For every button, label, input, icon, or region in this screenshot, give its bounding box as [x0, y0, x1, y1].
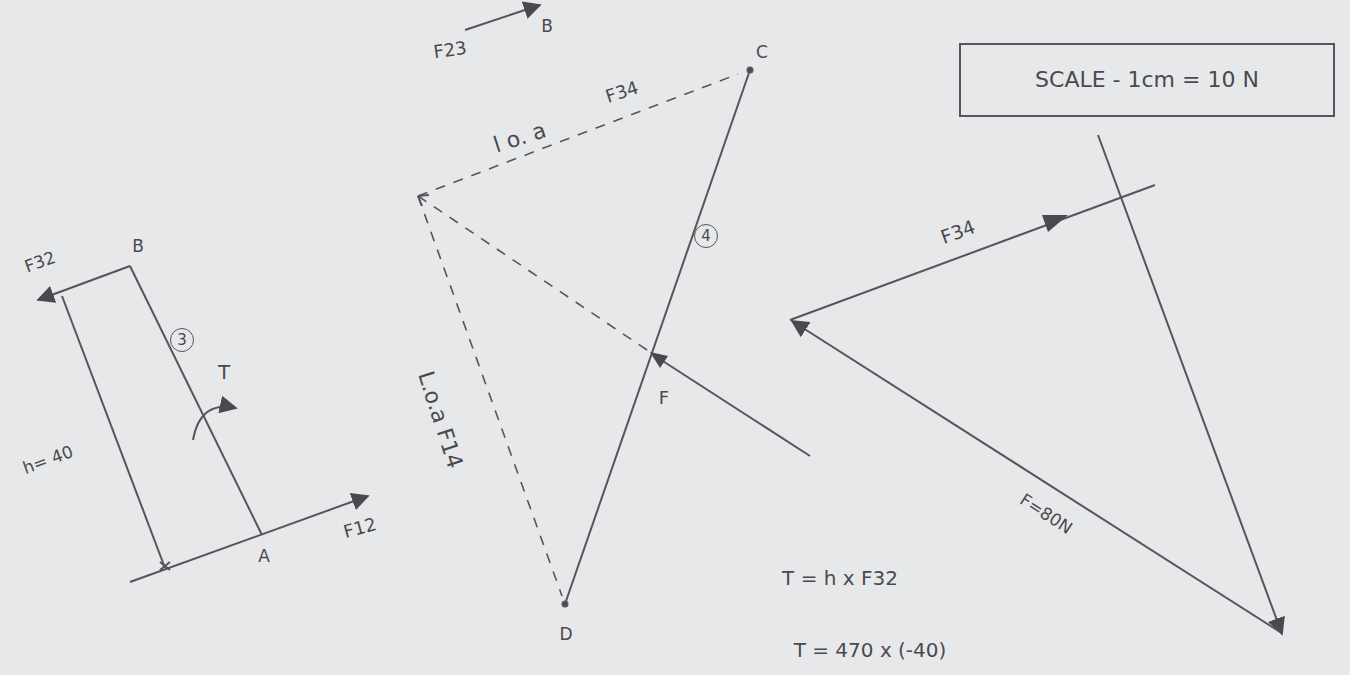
point-label: B	[541, 17, 553, 36]
point-label: C	[756, 43, 768, 62]
force-label: F34	[938, 216, 978, 248]
point-label: B	[132, 237, 144, 256]
force-label: F12	[341, 514, 378, 542]
force-label: F32	[22, 248, 58, 276]
point-label: F	[659, 388, 669, 408]
scale-box-outline	[960, 44, 1334, 116]
equation: T = h x F32	[782, 567, 898, 589]
node-text: 3	[177, 332, 187, 349]
point-label: D	[559, 625, 572, 644]
point-label: A	[258, 547, 270, 566]
node-text: SCALE - 1cm = 10 N	[1035, 68, 1259, 92]
force-label: F23	[432, 38, 468, 62]
link-number: 4	[694, 224, 719, 249]
dimension-label: h= 40	[20, 442, 75, 477]
line-of-action-label: L.o.a F14	[413, 368, 467, 471]
node-text: 4	[701, 228, 711, 245]
force-label: F34	[603, 77, 641, 106]
equation: T = 470 x (-40)	[794, 639, 947, 661]
line-of-action-label: l o. a	[491, 118, 550, 158]
link-number: 3	[170, 328, 195, 353]
scale-note: SCALE - 1cm = 10 N	[962, 47, 1332, 113]
force-magnitude: F=80N	[1016, 490, 1075, 537]
torque-label: T	[218, 361, 230, 383]
